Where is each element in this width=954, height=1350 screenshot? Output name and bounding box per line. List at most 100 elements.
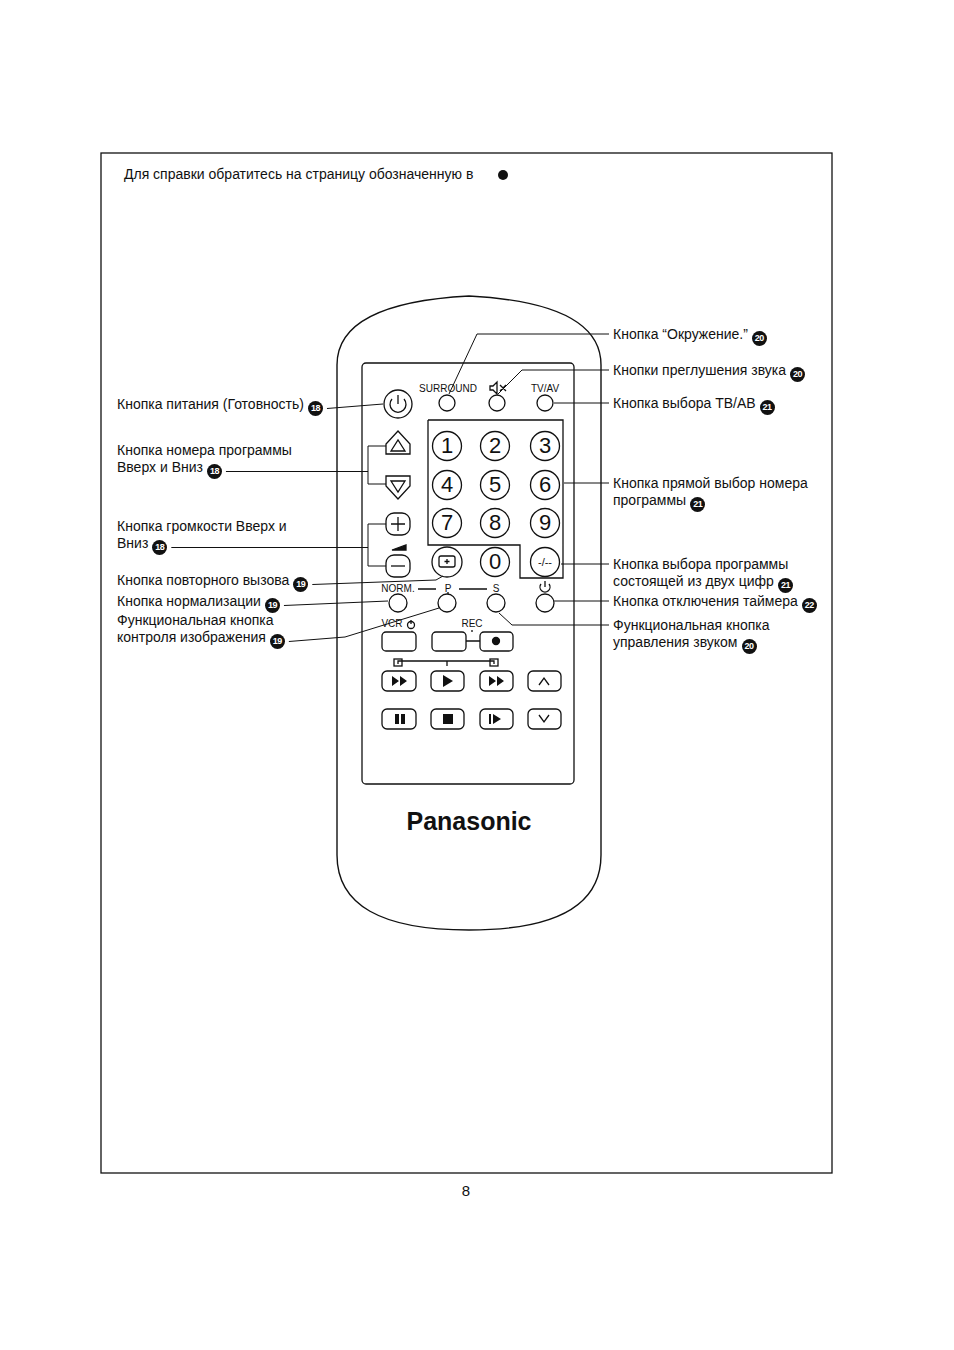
volume-down-button: [386, 555, 410, 577]
norm-button: [389, 594, 407, 612]
callout-text: Кнопка выбора ТВ/АВ: [613, 395, 756, 411]
up-arrow: [391, 440, 405, 451]
recall-icon: [439, 556, 455, 567]
button-caption: P: [445, 583, 452, 594]
button-label: 4: [432, 470, 462, 500]
callout-text: Кнопка отключения таймера: [613, 593, 798, 609]
callout: Кнопки преглушения звука20: [613, 362, 805, 382]
rec-line: [466, 630, 480, 641]
callout-number: 19: [265, 598, 280, 613]
rec-dot: [493, 638, 500, 645]
digit-button: 3: [530, 431, 560, 461]
digit-button: 6: [530, 470, 560, 500]
digit-button: 0: [480, 547, 510, 577]
button-label: 6: [530, 470, 560, 500]
callout: Кнопка выбора ТВ/АВ 21: [613, 395, 775, 415]
recall-icon: [445, 559, 450, 564]
callout: Кнопка прямой выбор номера программы21: [613, 475, 825, 512]
callout-text: Кнопка громкости Вверх и Вниз: [117, 518, 287, 551]
digit-button: 1: [432, 431, 462, 461]
mute-button: [489, 395, 505, 411]
digit-button: 4: [432, 470, 462, 500]
play-icon: [443, 675, 453, 687]
bracket: [368, 524, 386, 566]
ch-down-button: [528, 709, 561, 729]
leader-line: [226, 471, 368, 472]
digit-button: 2: [480, 431, 510, 461]
digit-button: 8: [480, 508, 510, 538]
leader-line: [289, 608, 439, 642]
p-button: [438, 594, 456, 612]
slow-button: [480, 709, 513, 729]
digit-frame: [428, 420, 563, 578]
callout-number: 19: [293, 577, 308, 592]
leader-lines: [368, 446, 386, 566]
page-frame: [101, 153, 832, 1173]
leader-line: [312, 576, 443, 585]
button-caption: SURROUND: [419, 383, 477, 394]
digit-button: -/--: [530, 547, 560, 577]
plus-icon: [391, 517, 405, 531]
button-caption: VCR: [381, 618, 402, 629]
down-arrow: [539, 715, 549, 722]
callout-number: 22: [802, 598, 817, 613]
down-arrow: [391, 481, 405, 492]
callout: Функциональная кнопка управления звуком2…: [613, 617, 798, 654]
callout-text: Кнопка питания (Готовность): [117, 396, 304, 412]
button-label: 2: [480, 431, 510, 461]
pause-icon: [395, 714, 405, 724]
callout-text: Кнопка номера программы Вверх и Вниз: [117, 442, 292, 475]
vcr-power-button: [382, 632, 416, 651]
rew-button: [382, 671, 416, 691]
callout-number: 21: [778, 578, 793, 593]
leader-line: [499, 613, 609, 625]
power-button: [384, 390, 412, 418]
button-label: 7: [432, 508, 462, 538]
button-label: -/--: [530, 547, 560, 577]
s-button: [487, 594, 505, 612]
reference-dot: [498, 170, 508, 180]
callout-text: Функциональная кнопка контроля изображен…: [117, 612, 274, 645]
pause-button: [382, 709, 416, 729]
callout: Кнопка выбора программы состоящей из дву…: [613, 556, 818, 593]
callout-number: 18: [152, 540, 167, 555]
callout: Кнопка нормализации 19: [117, 593, 280, 613]
callout: Функциональная кнопка контроля изображен…: [117, 612, 292, 649]
surround-button: [439, 395, 455, 411]
leader-line: [564, 483, 609, 484]
rec-dot-button: [480, 632, 513, 651]
callout-text: Кнопка прямой выбор номера программы: [613, 475, 808, 508]
callout-number: 19: [270, 634, 285, 649]
power-icon: [390, 395, 406, 412]
callout-text: Кнопка нормализации: [117, 593, 261, 609]
button-label: 0: [480, 547, 510, 577]
stop-button: [431, 709, 464, 729]
callout: Кнопка номера программы Вверх и Вниз18: [117, 442, 317, 479]
program-up-button: [386, 431, 410, 454]
leader-line: [284, 601, 388, 606]
rec-button: [432, 632, 466, 651]
callout-number: 21: [690, 497, 705, 512]
stop-icon: [443, 714, 453, 724]
rew-mini: [394, 659, 402, 666]
volume-icon: [392, 545, 406, 550]
callout-number: 18: [308, 401, 323, 416]
leader-line: [498, 370, 609, 394]
callout-number: 20: [752, 331, 767, 346]
ff-icon: [489, 676, 504, 686]
button-label: 1: [432, 431, 462, 461]
callout-number: 21: [760, 400, 775, 415]
digit-button: 5: [480, 470, 510, 500]
minus-icon: [391, 565, 405, 566]
digit-button: 7: [432, 508, 462, 538]
leader-line: [171, 547, 368, 548]
ff-mini: [490, 659, 498, 666]
leader-line: [561, 564, 609, 565]
volume-up-button: [386, 513, 410, 535]
callout-text: Кнопка повторного вызова: [117, 572, 289, 588]
play-button: [431, 671, 464, 691]
rew-icon: [392, 676, 407, 686]
button-label: 3: [530, 431, 560, 461]
button-label: 8: [480, 508, 510, 538]
